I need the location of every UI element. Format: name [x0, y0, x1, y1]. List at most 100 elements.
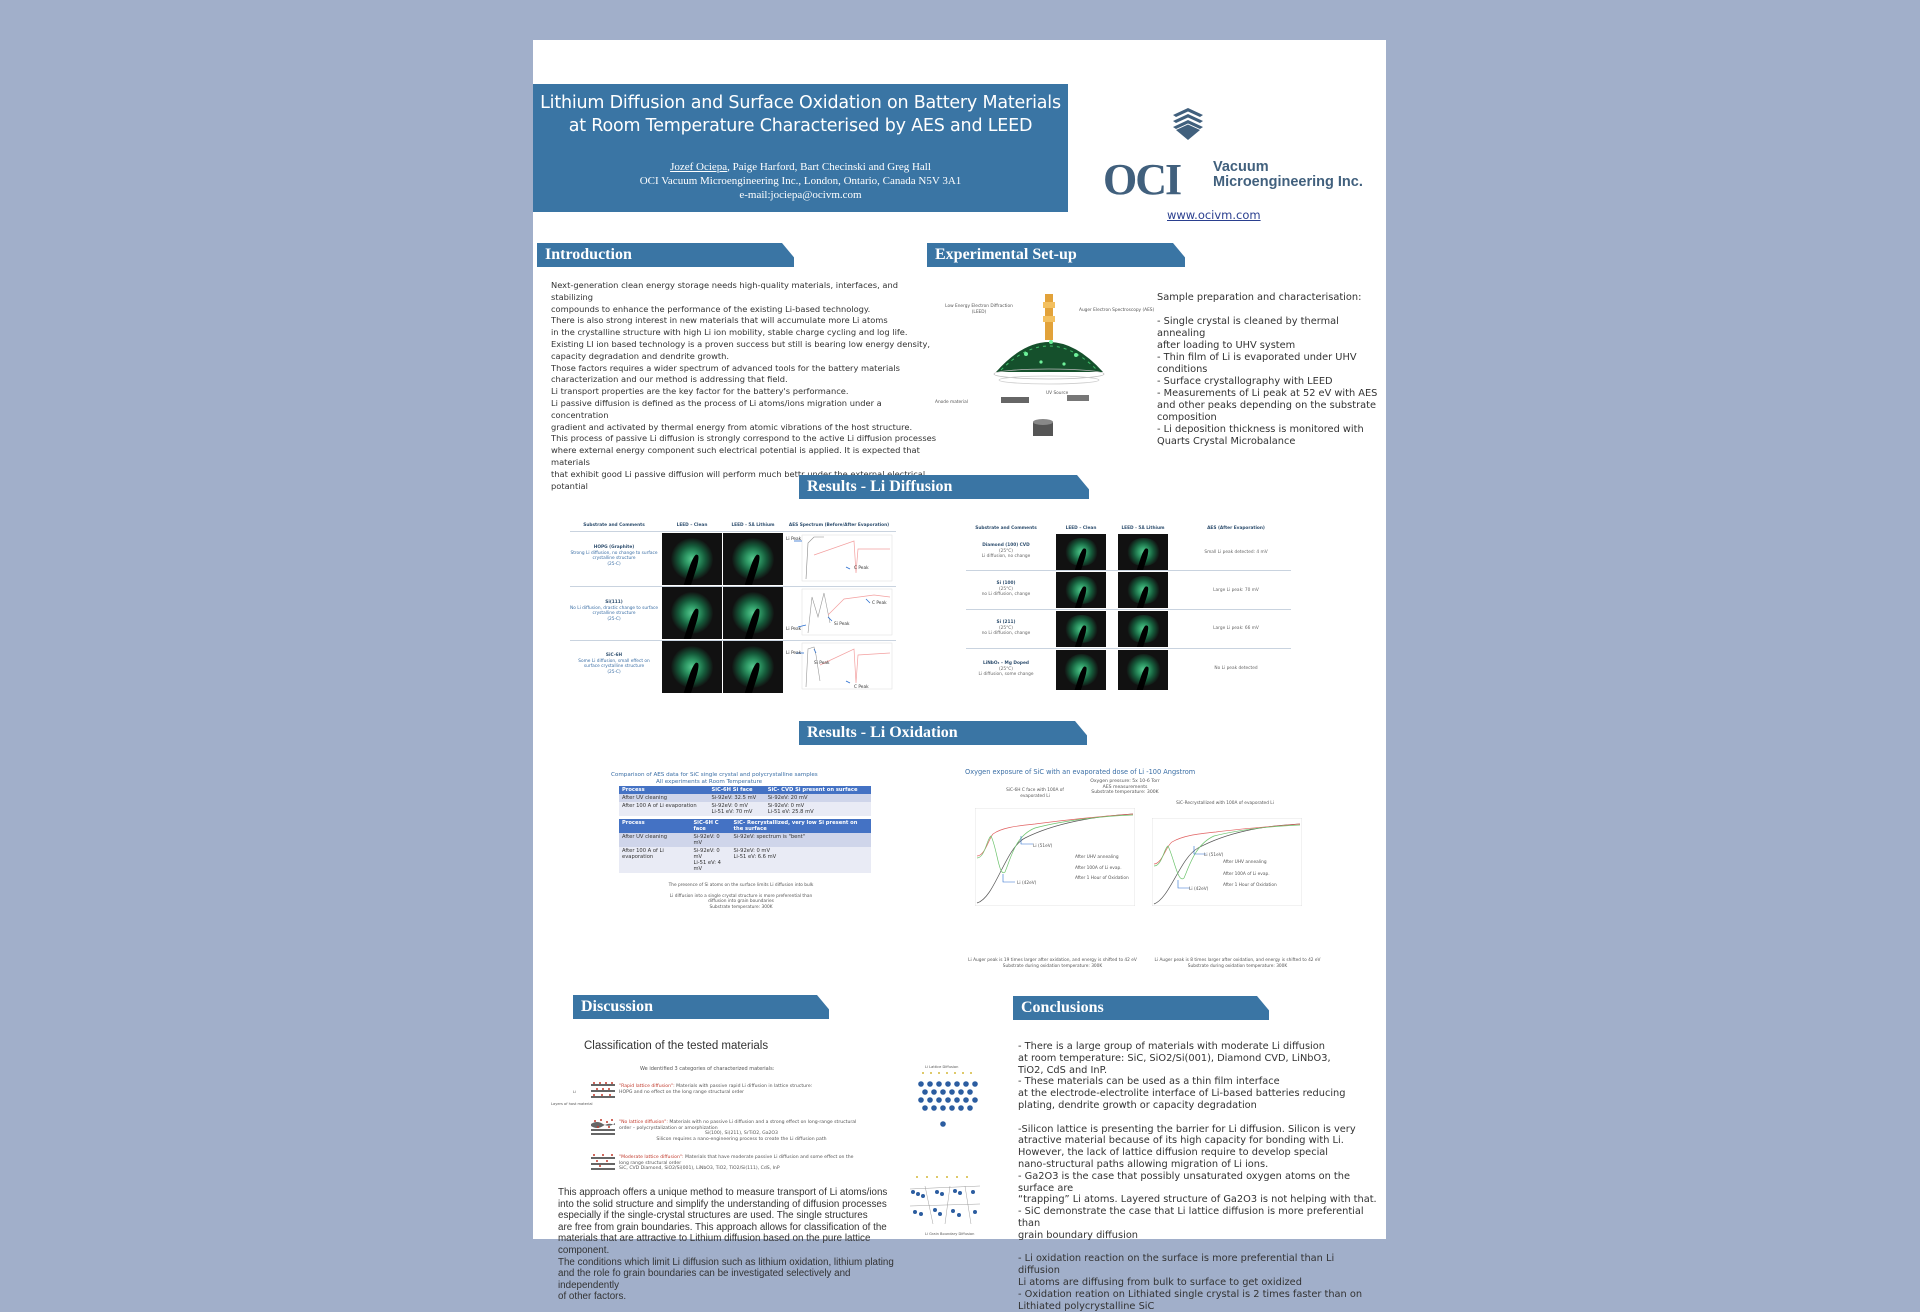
series-li-evap: [1153, 823, 1301, 865]
substrate-name: HOPG (Graphite): [593, 545, 635, 550]
diagram-label-aes: Auger Electron Spectroscopy (AES): [1079, 308, 1155, 313]
logo-name: Vacuum Microengineering Inc.: [1213, 160, 1363, 190]
section-oxidation-header: Results - Li Oxidation: [799, 721, 1087, 745]
table-cell: After UV cleaning: [619, 833, 691, 847]
leed-image-lithium: [723, 641, 783, 693]
left-chart-caption: Li Auger peak is 19 times larger after o…: [968, 958, 1137, 969]
aes-spectrum-chart: [797, 588, 893, 636]
conclusions-text: - There is a large group of materials wi…: [1018, 1041, 1377, 1312]
category-desc: Materials with passive rapid Li diffusio…: [676, 1084, 813, 1089]
peak-label: C Peak: [872, 601, 887, 606]
table-cell: Process: [619, 786, 709, 794]
annotation-li42: Li (42eV): [1189, 887, 1209, 892]
table-cell: Si-92eV: 32.5 mV: [708, 794, 765, 802]
category-name: "Rapid lattice diffusion":: [619, 1084, 675, 1089]
section-setup-header: Experimental Set-up: [927, 243, 1185, 267]
peak-label: Li Peak: [786, 627, 802, 632]
aes-result: Large Li peak: 66 mV: [1213, 626, 1259, 631]
substrate-name: Si (211): [996, 620, 1016, 625]
table-cell: SiC- Recrystallized, very low Si present…: [730, 819, 871, 833]
discussion-intro: We identified 3 categories of characteri…: [640, 1066, 775, 1072]
right-legend: After UHV annealing After 100A of Li eva…: [1223, 860, 1277, 889]
category-desc: Materials that have moderate passive Li …: [619, 1155, 854, 1166]
substrate-cell: Diamond (100) CVD(25°C)Li diffusion, no …: [966, 543, 1046, 560]
affiliation: OCI Vacuum Microengineering Inc., London…: [639, 175, 962, 187]
logo-chevron-icon: [1173, 108, 1203, 140]
leed-image-clean: [1056, 534, 1106, 570]
discussion-heading: Classification of the tested materials: [584, 1040, 769, 1052]
disordered-lattice-icon: [591, 1119, 615, 1135]
logo-mark: OCI: [1103, 155, 1182, 204]
diagram-label-anode: Anode material: [935, 400, 968, 405]
lattice-diffusion-diagram: [918, 1072, 978, 1127]
email: e-mail:jociepa@ocivm.com: [739, 189, 862, 201]
moderate-lattice-icon: [591, 1154, 615, 1170]
right-chart-caption: Li Auger peak is 8 times larger after ox…: [1154, 958, 1321, 969]
substrate-comment: no Li diffusion, change: [981, 592, 1031, 597]
aes-result: No Li peak detected: [1214, 666, 1258, 671]
table-cell: After UV cleaning: [619, 794, 709, 802]
table-cell: After 100 A of Li evaporation: [619, 802, 709, 816]
diagram-label-li: Li: [573, 1090, 577, 1094]
aes-result: Small Li peak detected: 4 mV: [1204, 550, 1268, 555]
oxidation-table-subtitle: All experiments at Room Temperature: [656, 779, 763, 785]
authors: Jozef Ociepa, Paige Harford, Bart Checin…: [533, 160, 1068, 174]
oxidation-table: Comparison of AES data for SiC single cr…: [611, 772, 871, 910]
leed-image-lithium: [1118, 611, 1168, 647]
category-examples: SiC, CVD Diamond, SiO2/Si(001), LiNbO3, …: [619, 1166, 780, 1171]
condition-aes: AES measurements: [1102, 784, 1148, 790]
logo-name-line-1: Vacuum: [1213, 159, 1269, 175]
series-oxidation: [1153, 824, 1301, 880]
setup-diagram: Low Energy Electron Diffraction(LEED) Au…: [935, 292, 1156, 492]
left-header-leed-li: LEED - 5Å Lithium: [731, 523, 775, 528]
leed-label: Low Energy Electron Diffraction: [945, 304, 1013, 309]
leed-image-lithium: [1118, 650, 1168, 690]
substrate-temp: (25°C): [999, 586, 1013, 592]
legend-item: After 100A of Li evap.: [1223, 871, 1270, 877]
setup-text: Sample preparation and characterisation:…: [1157, 292, 1378, 447]
substrate-name: SiC-6H: [605, 653, 623, 658]
left-chart-title: SiC-6H C face with 100A of evaporated Li: [1006, 788, 1064, 799]
lattice-label-top: Li Lattice Diffusion: [925, 1065, 959, 1069]
oxidation-charts: Oxygen exposure of SiC with an evaporate…: [965, 768, 1345, 969]
substrate-cell: LiNbO₃ – Mg Doped(25°C)Li diffusion, som…: [966, 661, 1046, 678]
substrate-comment: Strong Li diffusion, no change to surfac…: [570, 550, 658, 562]
website-link[interactable]: www.ocivm.com: [1167, 208, 1261, 222]
leed-image-clean: [1056, 611, 1106, 647]
substrate-name: Si(111): [605, 600, 623, 605]
left-oxidation-chart: [975, 808, 1135, 906]
table-cell: Si-92eV: spectrum is "bent": [730, 833, 871, 847]
table-cell: Process: [619, 819, 691, 833]
divider: [966, 648, 1291, 649]
section-diffusion-header: Results - Li Diffusion: [799, 475, 1089, 499]
substrate-cell: Si(111) No Li diffusion, drastic change …: [570, 600, 658, 622]
leed-image-clean: [1056, 650, 1106, 690]
oxidation-note-2: Li diffusion into a single crystal struc…: [669, 893, 813, 905]
divider: [570, 531, 896, 532]
condition-pressure: Oxygen pressure: 5x 10-6 Torr: [1090, 779, 1160, 784]
section-introduction-header: Introduction: [537, 243, 794, 267]
table-cell: Si-92eV: 0 mV Li-51 eV: 4 mV: [690, 847, 731, 873]
introduction-text: Next-generation clean energy storage nee…: [551, 280, 937, 491]
substrate-comment: No Li diffusion, drastic change to surfa…: [570, 605, 658, 617]
left-legend: After UHV annealing After 100A of Li eva…: [1075, 855, 1129, 882]
lead-author: Jozef Ociepa: [670, 161, 728, 173]
table-cell: Si-92eV: 0 mV Li-51 eV: 70 mV: [708, 802, 765, 816]
oxidation-table-title: Comparison of AES data for SiC single cr…: [611, 772, 818, 778]
aes-spectrum-chart: [796, 642, 893, 690]
table-cell: Si-92eV: 20 mV: [764, 794, 871, 802]
category-text: "Rapid lattice diffusion": Materials wit…: [619, 1084, 859, 1095]
category-extra: Silicon requires a nano-engineering proc…: [656, 1136, 827, 1142]
substrate-comment: Some Li diffusion, small effect on surfa…: [578, 658, 650, 670]
category-name: "No lattice diffusion":: [619, 1120, 668, 1125]
substrate-cell: Si (211)(25°C)no Li diffusion, change: [966, 620, 1046, 637]
right-oxidation-chart: [1152, 818, 1302, 906]
legend-item: After 1 Hour of Oxidation: [1075, 876, 1129, 881]
oxidation-note-3: Substrate temperature: 300K: [709, 904, 773, 910]
lattice-label-bottom: Li Grain Boundary Diffusion: [925, 1232, 975, 1236]
category-text: "Moderate lattice diffusion": Materials …: [619, 1155, 864, 1172]
leed-aes-apparatus-icon: [993, 294, 1105, 436]
